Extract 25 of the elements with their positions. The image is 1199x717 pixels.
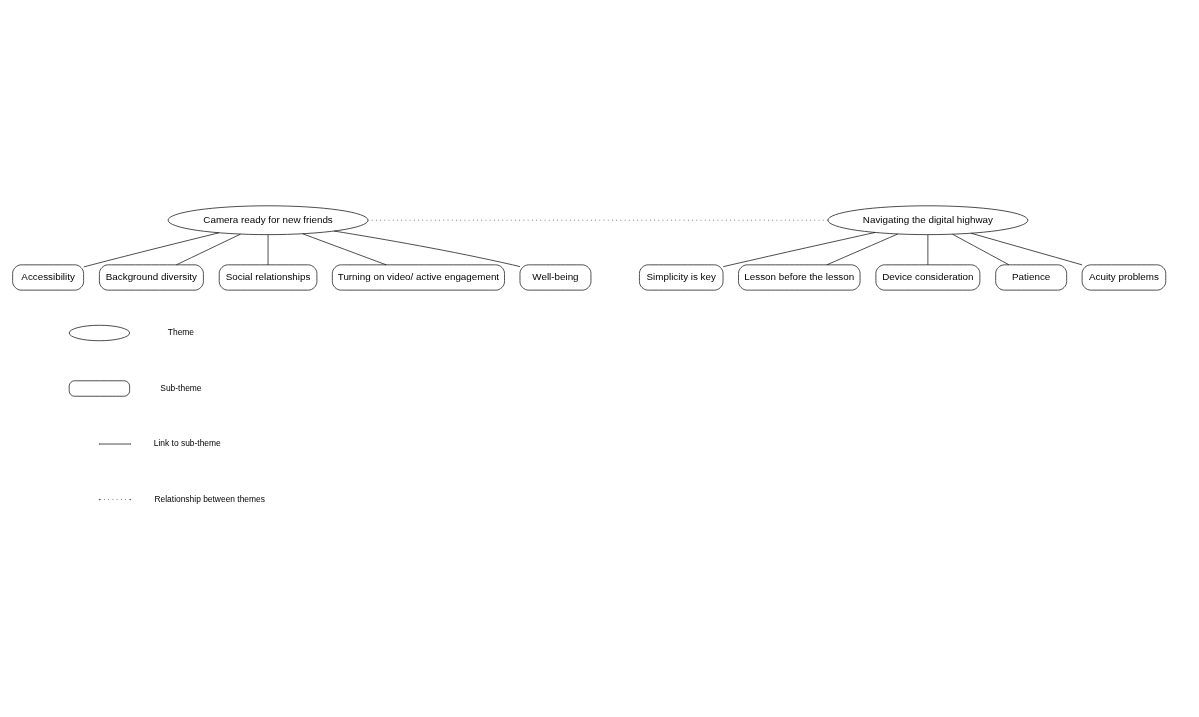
connector bbox=[970, 232, 1083, 265]
node-box: Patience bbox=[995, 264, 1067, 290]
node-box: Lesson before the lesson bbox=[738, 264, 861, 290]
node-box: Social relationships bbox=[218, 264, 318, 290]
node-box: Turning on video/ active engagement bbox=[332, 264, 505, 290]
connector bbox=[826, 233, 899, 265]
legend-label: Link to sub-theme bbox=[153, 437, 221, 448]
legend-label: Relationship between themes bbox=[154, 493, 265, 504]
node-box: Acuity problems bbox=[1081, 264, 1167, 290]
node-box: Background diversity bbox=[99, 264, 204, 290]
connector bbox=[176, 233, 241, 265]
connector bbox=[83, 231, 220, 267]
node-box: Well-being bbox=[519, 264, 592, 290]
connector bbox=[333, 230, 521, 267]
node-box: Accessibility bbox=[12, 264, 84, 290]
legend-label: Sub-theme bbox=[160, 382, 202, 393]
node-box: Device consideration bbox=[875, 264, 981, 290]
connector bbox=[302, 232, 387, 265]
connector bbox=[722, 231, 876, 267]
node-ellipse: Navigating the digital highway bbox=[827, 204, 1029, 235]
node-ellipse: Camera ready for new friends bbox=[167, 204, 369, 235]
connector bbox=[267, 233, 269, 265]
node-box: Simplicity is key bbox=[639, 264, 724, 290]
connector bbox=[952, 233, 1010, 265]
legend-label: Theme bbox=[167, 326, 195, 337]
